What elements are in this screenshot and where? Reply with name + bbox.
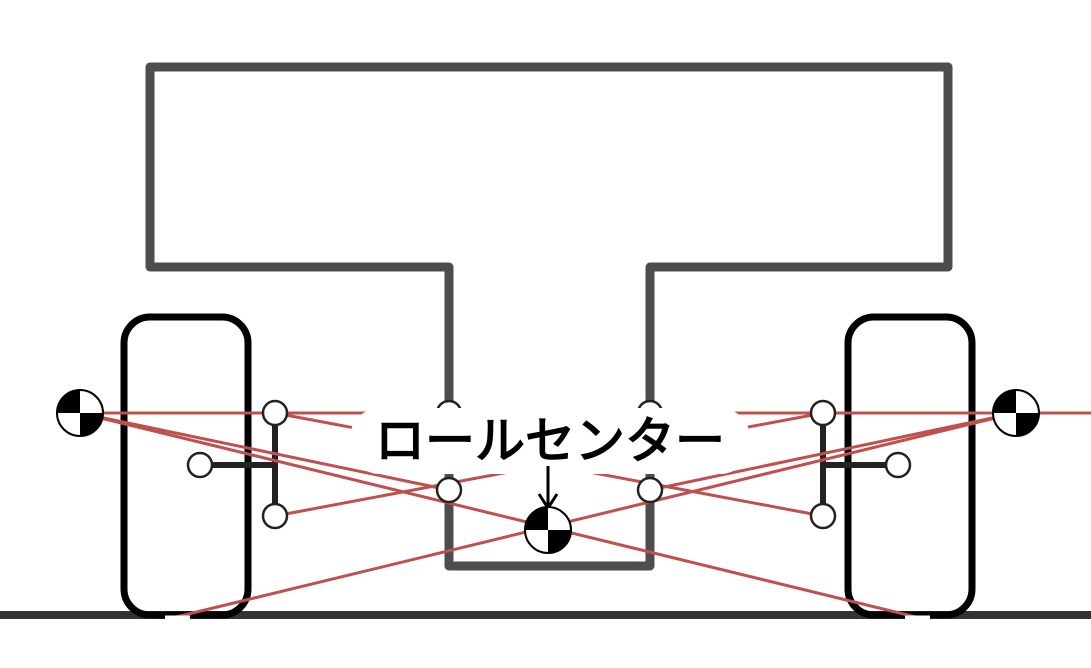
chassis-body <box>145 62 953 571</box>
roll-center-label: ロールセンター <box>375 411 725 470</box>
label-background <box>350 408 750 474</box>
roll-center-marker-icon <box>524 506 572 554</box>
instant-center-marker-icon <box>56 389 1040 437</box>
